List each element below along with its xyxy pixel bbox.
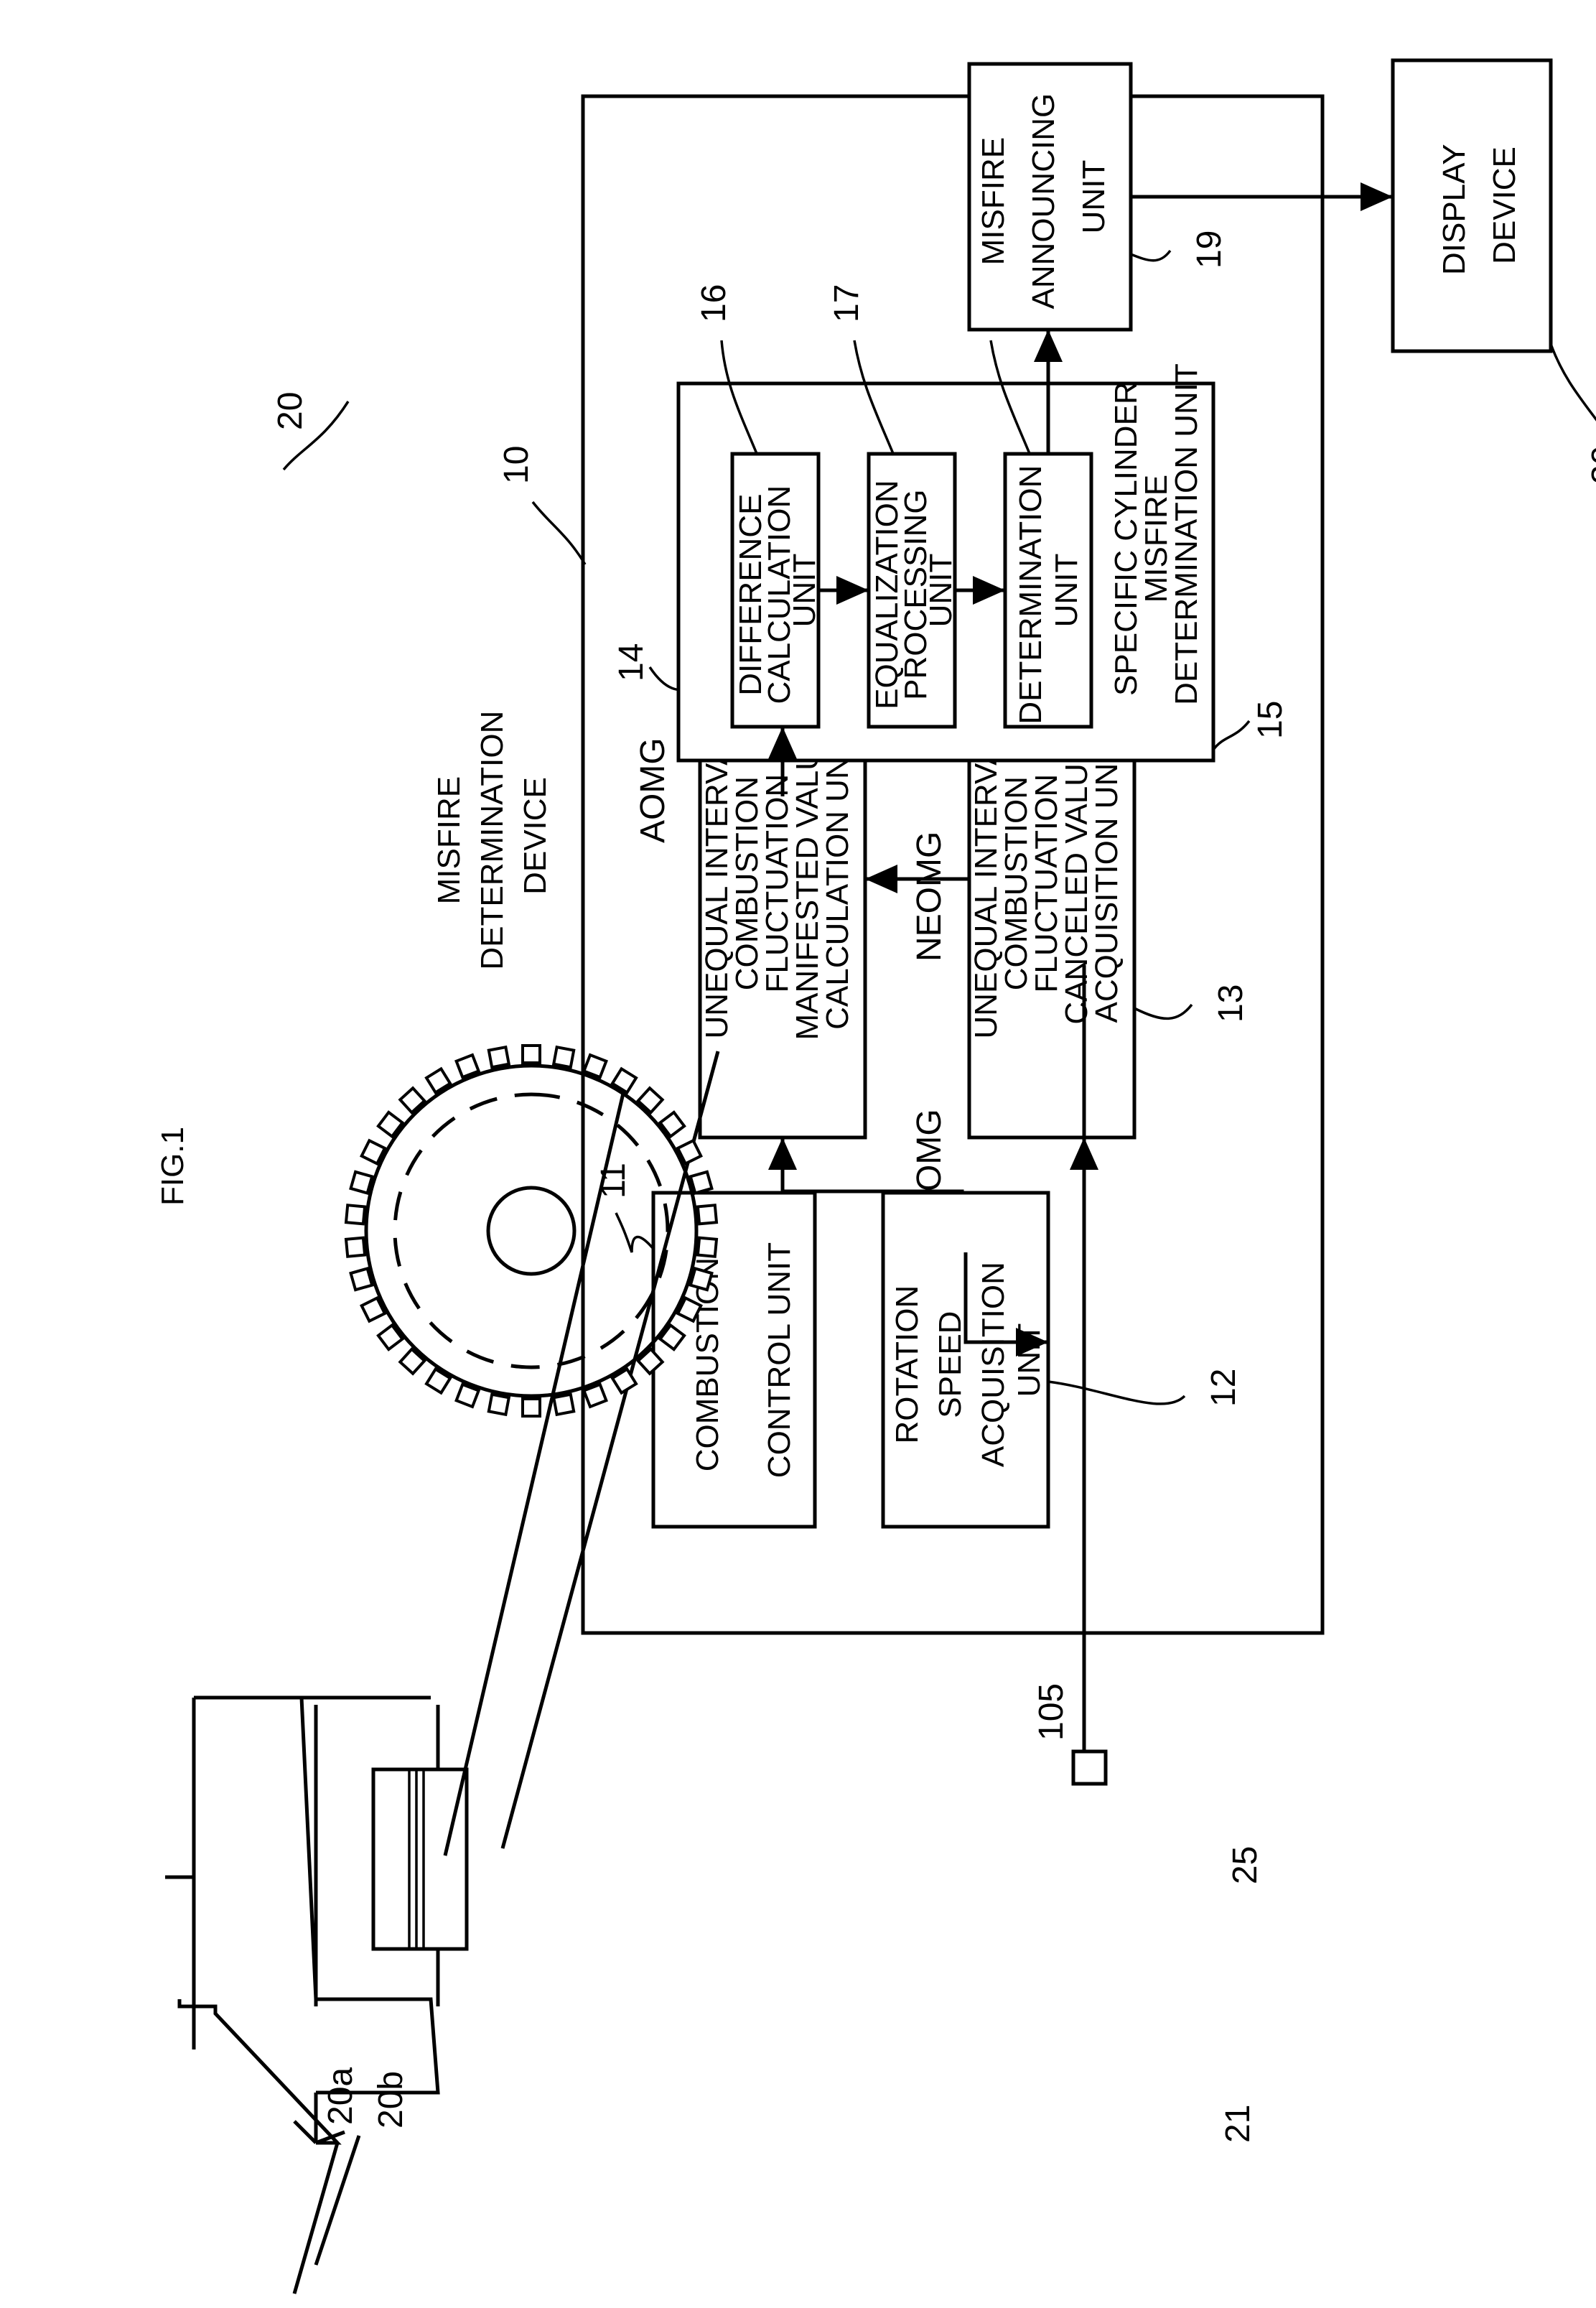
signal-neomg: NEOMG [910,832,948,962]
rotor-tooth [489,1395,509,1415]
rotor-tooth [523,1399,540,1416]
display-device [1393,60,1551,351]
rotor-tooth [351,1172,373,1193]
signal-omg: OMG [910,1109,948,1191]
rotor-tooth [691,1268,712,1290]
crank-sensor [1073,1751,1106,1784]
device-title-line-2: DETERMINATION [475,711,510,970]
ref-19: 19 [1190,231,1228,269]
ref-105: 105 [1032,1683,1070,1741]
ref-20b: 20b [372,2071,410,2128]
rotor-tooth [691,1172,712,1193]
figure-title: FIG.1 [155,1127,190,1206]
signal-aomg: AOMG [634,737,672,843]
rotor-tooth [489,1047,509,1067]
rotor-tooth [523,1046,540,1063]
rotor-tooth [554,1047,574,1067]
manifested-value-calculation-unit-label: UNEQUAL INTERVAL COMBUSTION FLUCTUATION … [699,717,855,1040]
ref-20a: 20a [322,2067,360,2125]
rotor-tooth [698,1205,717,1224]
ref-14: 14 [612,643,650,681]
rotor-tooth [346,1238,365,1257]
rotor-tooth [351,1268,373,1290]
rotor-tooth [698,1238,717,1257]
ref-21: 21 [1219,2105,1257,2143]
ref-10: 10 [498,446,536,484]
device-title-line-1: MISFIRE [431,776,467,904]
ref-12: 12 [1205,1369,1243,1407]
canceled-value-acquisition-unit-label: UNEQUAL INTERVAL COMBUSTION FLUCTUATION … [969,719,1124,1038]
ref-15: 15 [1251,701,1289,739]
ref-13: 13 [1212,985,1250,1023]
rotor-tooth [554,1395,574,1415]
device-title-line-3: DEVICE [518,777,553,895]
ref-17: 17 [828,284,866,322]
ref-25: 25 [1226,1846,1264,1884]
ref-30: 30 [1585,446,1596,484]
rotor-tooth [346,1205,365,1224]
ref-16: 16 [695,284,733,322]
device-title: MISFIRE DETERMINATION DEVICE [431,702,553,969]
ref-20: 20 [271,392,309,430]
